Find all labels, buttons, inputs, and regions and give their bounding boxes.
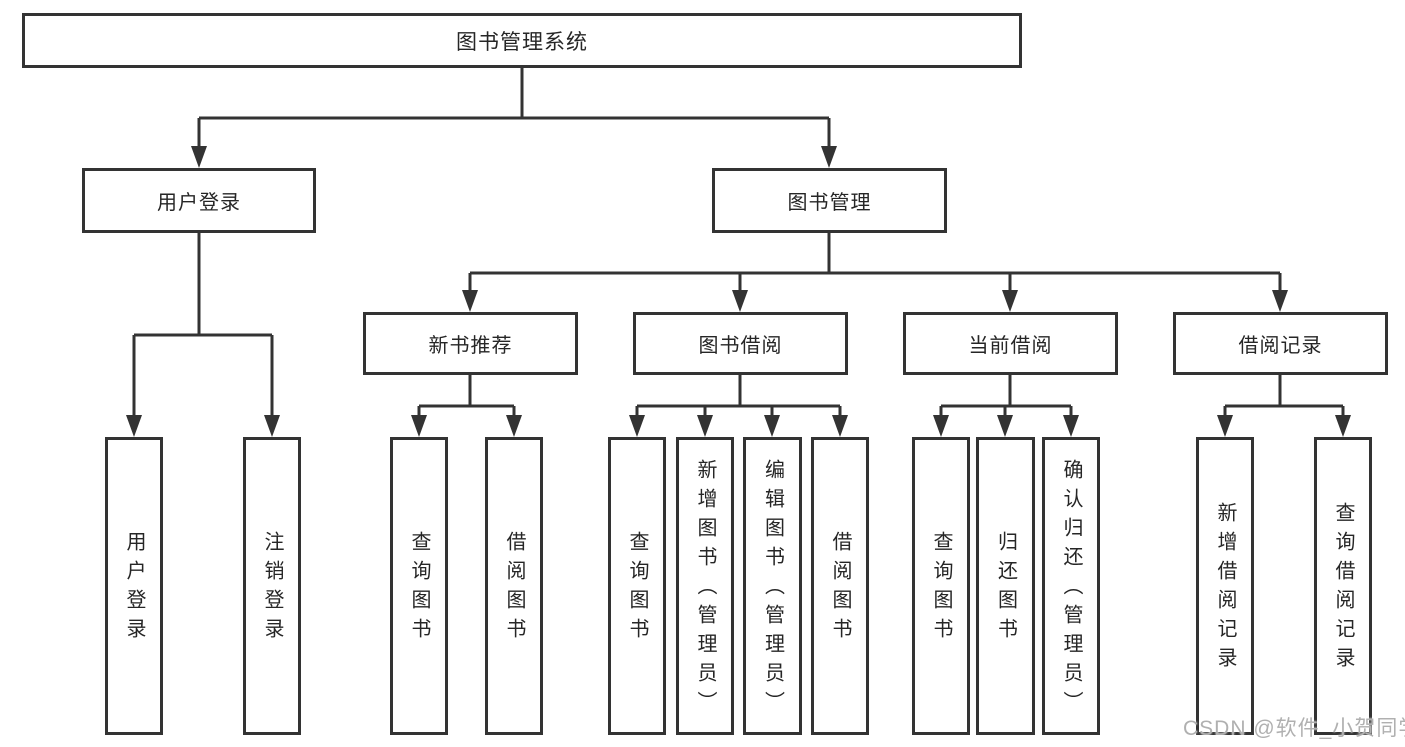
- leaf-confirm-return-admin: 确认归还（管理员）: [1042, 437, 1100, 735]
- leaf-query-books-recommend: 查询图书: [390, 437, 448, 735]
- leaf-edit-books-admin: 编辑图书（管理员）: [743, 437, 802, 735]
- leaf-query-borrow-record: 查询借阅记录: [1314, 437, 1372, 735]
- node-current-borrowing: 当前借阅: [903, 312, 1118, 375]
- connector-segments: [132, 68, 1345, 419]
- node-library-management-system: 图书管理系统: [22, 13, 1022, 68]
- leaf-borrow-books: 借阅图书: [811, 437, 869, 735]
- leaf-add-books-admin: 新增图书（管理员）: [676, 437, 734, 735]
- leaf-add-borrow-record: 新增借阅记录: [1196, 437, 1254, 735]
- node-book-management: 图书管理: [712, 168, 947, 233]
- watermark: CSDN @软件_小贺同学: [1183, 717, 1405, 740]
- leaf-borrow-books-recommend: 借阅图书: [485, 437, 543, 735]
- arrowheads: [126, 146, 1351, 437]
- leaf-query-books-borrow: 查询图书: [608, 437, 666, 735]
- leaf-logout: 注销登录: [243, 437, 301, 735]
- node-user-login: 用户登录: [82, 168, 316, 233]
- leaf-user-login: 用户登录: [105, 437, 163, 735]
- node-borrowing-records: 借阅记录: [1173, 312, 1388, 375]
- node-book-borrowing: 图书借阅: [633, 312, 848, 375]
- node-new-book-recommendation: 新书推荐: [363, 312, 578, 375]
- leaf-return-books: 归还图书: [976, 437, 1035, 735]
- leaf-query-books-current: 查询图书: [912, 437, 970, 735]
